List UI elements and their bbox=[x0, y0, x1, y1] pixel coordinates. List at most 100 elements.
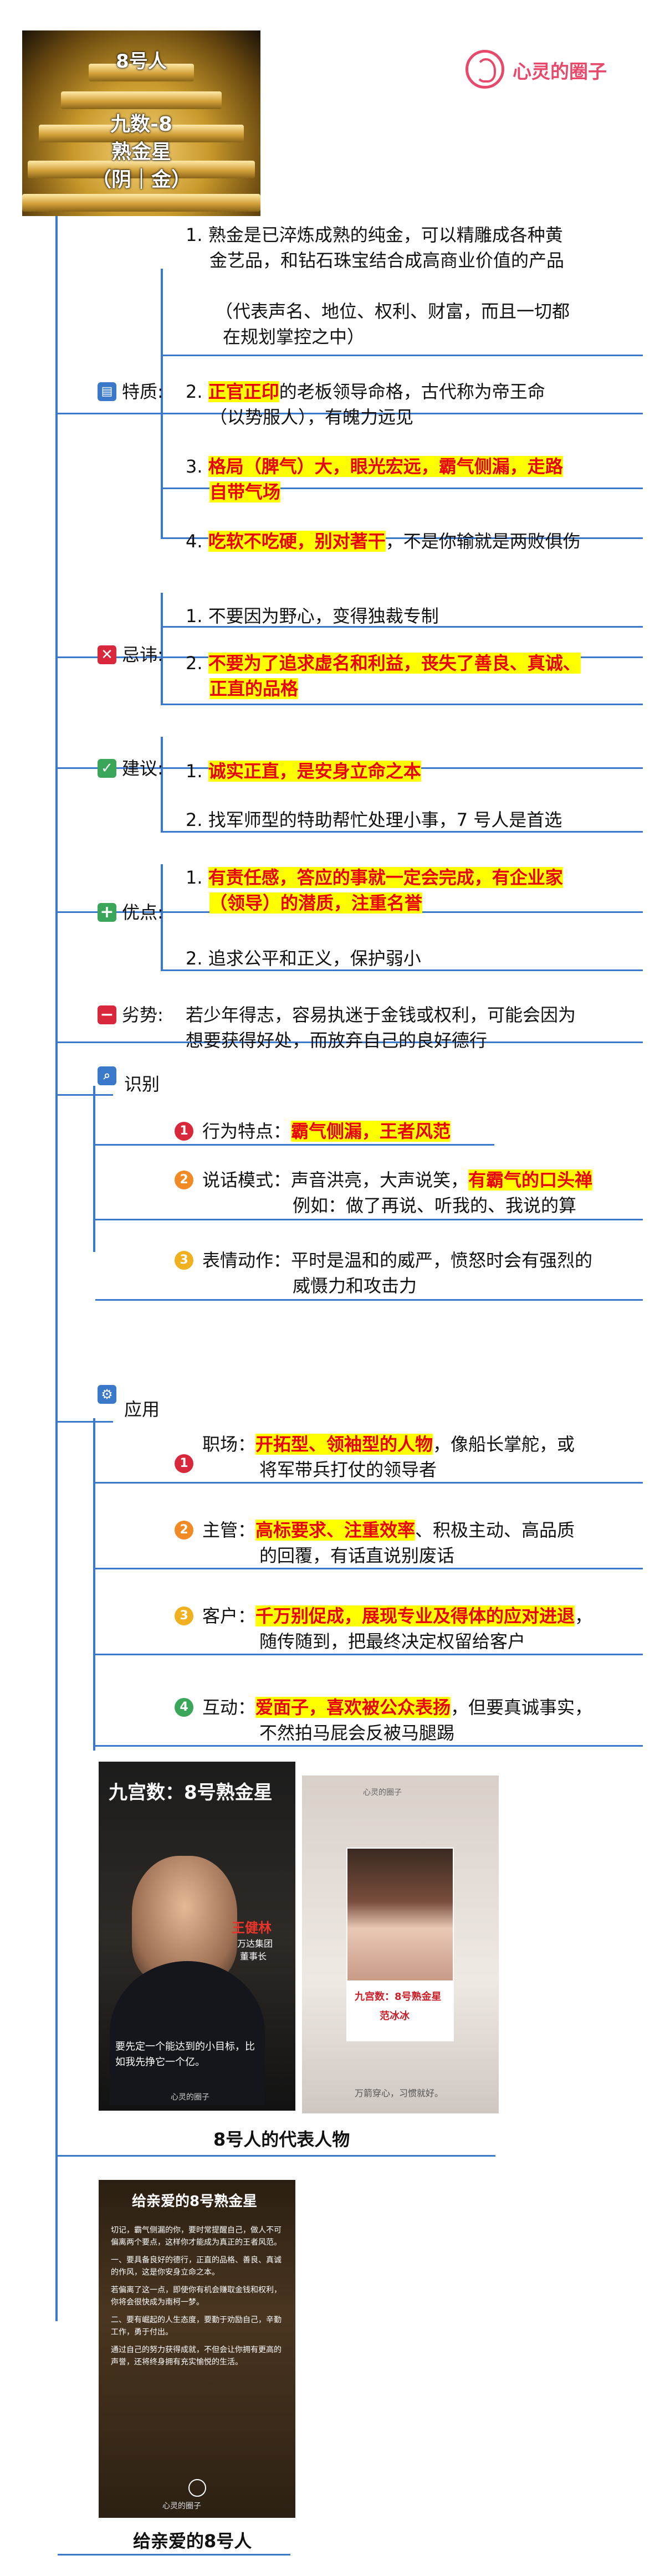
apply-client-text: ， bbox=[575, 1605, 593, 1626]
gold-bars-background bbox=[22, 30, 260, 216]
traits-item4: 4. 吃软不吃硬，别对著干，不是你输就是两败俱伤 bbox=[186, 529, 581, 553]
underline bbox=[161, 355, 643, 356]
traits-item4-text: ，不是你输就是两败俱伤 bbox=[385, 531, 581, 552]
advice-item1: 1. 诚实正直，是安身立命之本 bbox=[186, 759, 421, 783]
apply-client-highlight: 千万别促成，展现专业及得体的应对进退 bbox=[255, 1605, 575, 1626]
underline bbox=[58, 2554, 290, 2556]
check-icon: ✓ bbox=[98, 759, 116, 778]
identify-branch-line bbox=[93, 1086, 95, 1252]
apply-interaction-line2: 不然拍马屁会反被马腿踢 bbox=[259, 1722, 455, 1743]
underline bbox=[95, 1299, 643, 1301]
apply-interaction-highlight: 爱面子，喜欢被公众表扬 bbox=[255, 1697, 451, 1718]
intro-line3: （代表声名、地位、权利、财富，而且一切都 bbox=[215, 301, 570, 322]
letter-title: 给亲爱的8号熟金星 bbox=[132, 2193, 258, 2210]
figure1-quote2: 如我先挣它一个亿。 bbox=[115, 2056, 205, 2068]
magnifier-icon: ⌕ bbox=[98, 1066, 116, 1085]
merits-item2: 2. 追求公平和正义，保护弱小 bbox=[186, 948, 421, 969]
traits-item4-number: 4. bbox=[186, 531, 208, 552]
letter-card: 给亲爱的8号熟金星 切记，霸气侧漏的你，要时常提醒自己，做人不可偏离两个要点，这… bbox=[99, 2180, 295, 2518]
header-title-line2: 熟金星 bbox=[111, 141, 171, 163]
identify-expression-text: 平时是温和的威严，愤怒时会有强烈的 bbox=[291, 1250, 593, 1271]
weakness-line2: 想要获得好处，而放弃自己的良好德行 bbox=[186, 1030, 488, 1051]
number-3-icon: 3 bbox=[175, 1251, 193, 1270]
figure-photo-2: 心灵的圈子 九宫数：8号熟金星 范冰冰 万箭穿心，习惯就好。 bbox=[302, 1776, 499, 2113]
apply-manager: 主管：高标要求、注重效率、积极主动、高品质 bbox=[202, 1518, 575, 1542]
letter-paragraph: 一、要具备良好的德行，正直的品格、善良、真诚的作风，这是你安身立命之本。 bbox=[111, 2256, 282, 2277]
underline bbox=[58, 413, 643, 414]
gold-bar bbox=[22, 194, 260, 212]
advice-item1-highlight: 诚实正直，是安身立命之本 bbox=[208, 761, 421, 782]
header-title-line1: 九数-8 bbox=[110, 113, 172, 136]
merits-item1-number: 1. bbox=[186, 867, 208, 888]
minus-icon: − bbox=[98, 1005, 116, 1024]
apply-label: 应用 bbox=[124, 1399, 160, 1420]
traits-item3-highlight2: 自带气场 bbox=[209, 481, 281, 502]
traits-item3-highlight: 格局（脾气）大，眼光宏远，霸气侧漏，走路 bbox=[208, 456, 563, 477]
figure1-sub1: 万达集团 bbox=[237, 1938, 273, 1949]
intro-line4: 在规划掌控之中） bbox=[223, 326, 365, 347]
merits-branch-line bbox=[161, 864, 163, 969]
figure1-quote1: 要先定一个能达到的小目标，比 bbox=[115, 2041, 255, 2052]
apply-workplace-highlight: 开拓型、领袖型的人物 bbox=[255, 1434, 433, 1455]
identify-speech-highlight: 有霸气的口头禅 bbox=[468, 1169, 593, 1190]
figure1-title: 九宫数：8号熟金星 bbox=[109, 1782, 273, 1804]
identify-behavior-highlight: 霸气侧漏，王者风范 bbox=[291, 1121, 451, 1142]
portrait-photo bbox=[346, 1848, 454, 1983]
underline bbox=[95, 1219, 643, 1220]
figures-caption: 8号人的代表人物 bbox=[213, 2129, 350, 2150]
number-1-icon: 1 bbox=[175, 1454, 193, 1473]
letter-caption: 给亲爱的8号人 bbox=[133, 2531, 252, 2552]
traits-item2-text: 的老板领导命格，古代称为帝王命 bbox=[279, 381, 545, 402]
underline bbox=[95, 1745, 643, 1747]
underline bbox=[95, 1654, 643, 1655]
identify-speech: 说话模式：声音洪亮，大声说笑，有霸气的口头禅 bbox=[202, 1168, 593, 1192]
identify-expression-line2: 威慑力和攻击力 bbox=[293, 1275, 417, 1296]
taboo-item2-highlight: 不要为了追求虚名和利益，丧失了善良、真诚、 bbox=[208, 653, 581, 674]
weakness-label: 劣势: bbox=[122, 1004, 163, 1025]
letter-paragraph: 通过自己的努力获得成就，不但会让你拥有更高的声誉，还将终身拥有充实愉悦的生活。 bbox=[111, 2346, 282, 2367]
underline bbox=[161, 704, 643, 705]
identify-label: 识别 bbox=[124, 1074, 160, 1095]
underline bbox=[161, 626, 643, 628]
advice-branch-line bbox=[161, 737, 163, 831]
letter-paragraph: 切记，霸气侧漏的你，要时常提醒自己，做人不可偏离两个要点，这样你才能成为真正的王… bbox=[111, 2226, 282, 2247]
merits-item1-highlight: 有责任感，答应的事就一定会完成，有企业家 bbox=[208, 867, 563, 888]
gold-bar bbox=[89, 64, 194, 81]
apply-branch-line bbox=[93, 1418, 95, 1751]
brand-swirl-icon bbox=[188, 2479, 206, 2497]
number-3-icon: 3 bbox=[175, 1607, 193, 1625]
underline bbox=[161, 831, 643, 833]
brand-swirl-icon bbox=[466, 50, 504, 89]
header-title-top: 8号人 bbox=[116, 50, 167, 73]
traits-item2-highlight: 正官正印 bbox=[208, 381, 279, 402]
gear-icon: ⚙ bbox=[98, 1385, 116, 1404]
figure2-name: 范冰冰 bbox=[380, 2010, 410, 2022]
taboo-item2-highlight2: 正直的品格 bbox=[209, 678, 299, 699]
intro-line2: 金艺品，和钻石珠宝结合成高商业价值的产品 bbox=[209, 250, 565, 271]
merits-label: 优点: bbox=[122, 902, 163, 923]
merits-item1-highlight2: （领导）的潜质，注重名誉 bbox=[209, 892, 423, 914]
apply-interaction-label: 互动： bbox=[202, 1697, 256, 1718]
number-4-icon: 4 bbox=[175, 1698, 193, 1717]
figure-photo-1: 九宫数：8号熟金星 王健林 万达集团 董事长 要先定一个能达到的小目标，比 如我… bbox=[99, 1762, 295, 2111]
apply-workplace-text: ，像船长掌舵，或 bbox=[433, 1434, 575, 1455]
apply-client-line2: 随传随到，把最终决定权留给客户 bbox=[259, 1631, 526, 1652]
traits-item3-line2: 自带气场 bbox=[209, 480, 281, 504]
underline bbox=[58, 1041, 643, 1043]
identify-behavior: 行为特点：霸气侧漏，王者风范 bbox=[202, 1119, 451, 1143]
traits-label: 特质: bbox=[122, 381, 163, 402]
header-image: 8号人 九数-8 熟金星 （阴｜金） bbox=[22, 30, 260, 216]
apply-interaction: 互动：爱面子，喜欢被公众表扬，但要真诚事实， bbox=[202, 1695, 592, 1720]
document-icon: ▤ bbox=[98, 382, 116, 401]
apply-manager-text: 、积极主动、高品质 bbox=[415, 1520, 575, 1541]
letter-brand: 心灵的圈子 bbox=[162, 2502, 201, 2511]
traits-item3-number: 3. bbox=[186, 456, 208, 477]
identify-expression-label: 表情动作： bbox=[202, 1250, 291, 1271]
letter-paragraph: 二、要有崛起的人生态度，要勤于劝励自己，辛勤工作，勇于付出。 bbox=[111, 2316, 282, 2337]
traits-item2: 2. 正官正印的老板领导命格，古代称为帝王命 bbox=[186, 379, 545, 404]
advice-label: 建议: bbox=[122, 758, 163, 779]
apply-interaction-text: ，但要真诚事实， bbox=[451, 1697, 593, 1718]
identify-behavior-label: 行为特点： bbox=[202, 1121, 291, 1142]
taboo-item1: 1. 不要因为野心，变得独裁专制 bbox=[186, 605, 439, 627]
underline bbox=[58, 2155, 495, 2157]
